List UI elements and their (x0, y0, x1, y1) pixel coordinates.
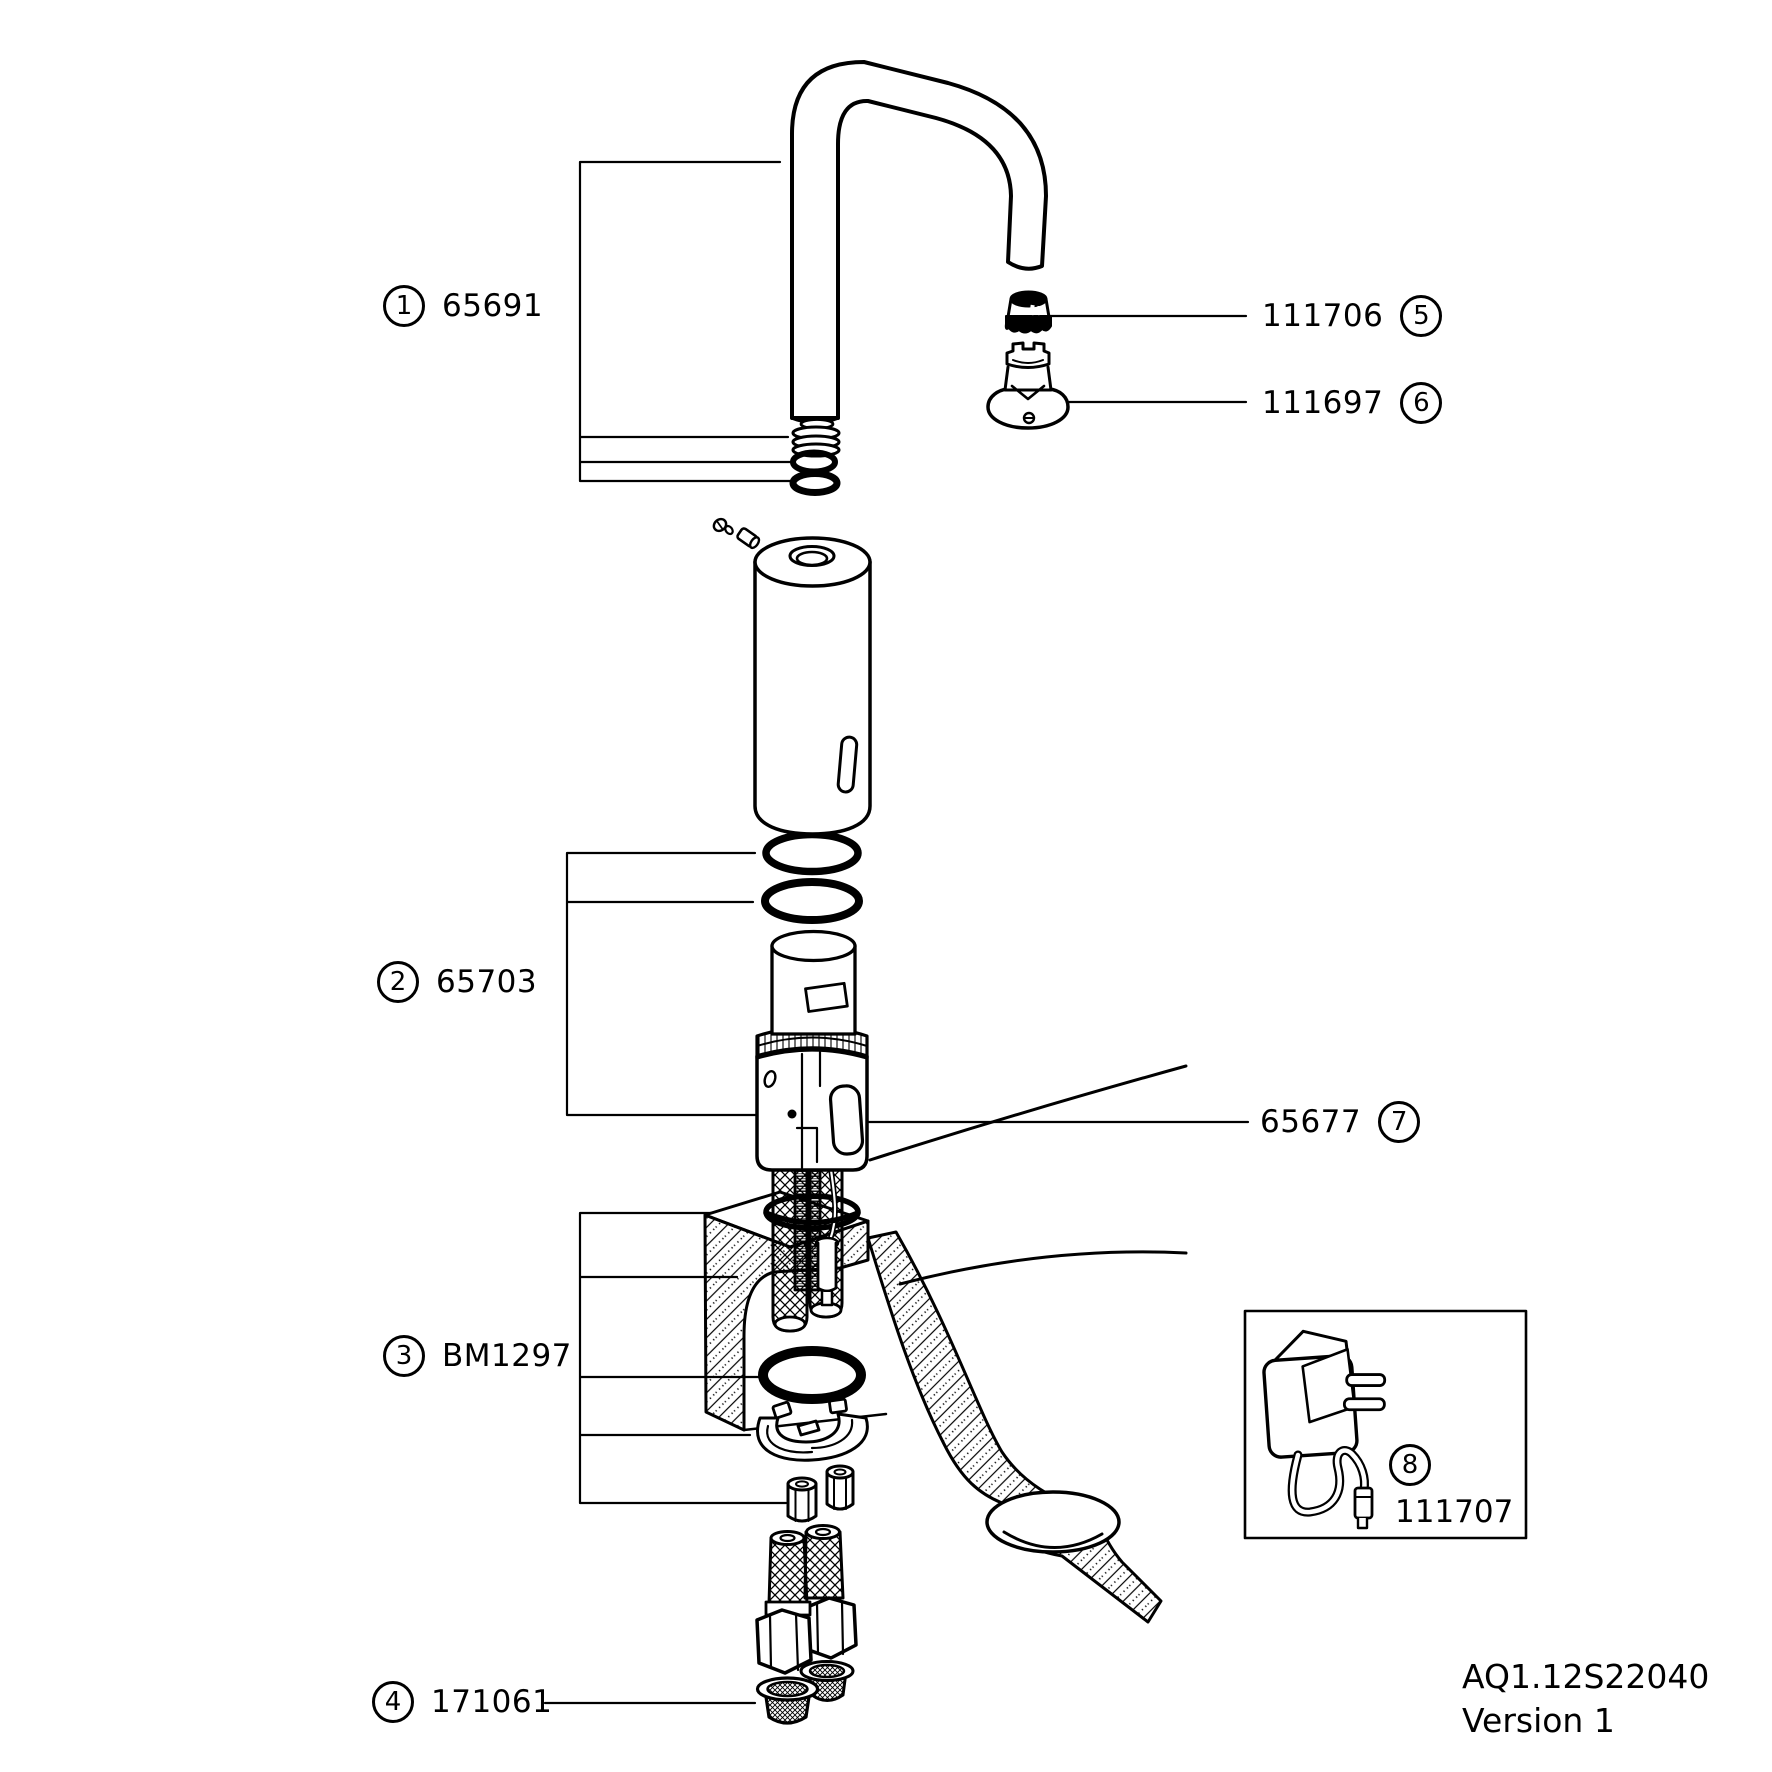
aerator-drawing (1004, 290, 1052, 334)
part-number: 65691 (442, 288, 544, 324)
part-callout-4: 4 171061 (372, 1681, 552, 1723)
part-number: 65677 (1260, 1104, 1362, 1140)
spout-drawing (789, 60, 1048, 496)
document-code: AQ1.12S22040 (1462, 1657, 1710, 1696)
part-callout-7: 65677 7 (1260, 1101, 1421, 1143)
part-number: 111697 (1262, 385, 1384, 421)
part-number: 65703 (436, 964, 538, 1000)
valve-tails-drawing (763, 1166, 861, 1333)
callout-number-badge: 2 (377, 961, 419, 1003)
cartridge-drawing (770, 929, 857, 1036)
hex-spacers-drawing (786, 1464, 855, 1523)
part-number: 111706 (1262, 298, 1384, 334)
document-version: Version 1 (1462, 1701, 1615, 1740)
part-number: 111707 (1395, 1494, 1514, 1530)
callout-number-badge: 4 (372, 1681, 414, 1723)
horseshoe-washer-drawing (756, 1397, 869, 1462)
part-callout-5: 111706 5 (1262, 295, 1443, 337)
screw-and-pin-drawing (712, 517, 761, 550)
part-callout-1: 1 65691 (383, 285, 543, 327)
sink-rim-curves (868, 1064, 1188, 1286)
callout-number-badge: 8 (1389, 1444, 1431, 1486)
mounting-oring (758, 1346, 866, 1404)
part-callout-6: 111697 6 (1262, 382, 1443, 424)
valve-drawing (755, 1025, 869, 1172)
part-number: 171061 (431, 1684, 553, 1720)
callout-number-badge: 5 (1400, 295, 1443, 337)
part-callout-3: 3 BM1297 (383, 1335, 572, 1377)
sensor-sleeve-drawing (753, 536, 872, 836)
power-adapter-box (1243, 1309, 1528, 1540)
swivel-base-drawing (986, 341, 1070, 430)
supply-hoses-drawing (755, 1524, 858, 1675)
sink-cutaway-drawing (866, 1230, 1163, 1624)
callout-number-badge: 7 (1378, 1101, 1421, 1143)
mesh-filters-drawing (755, 1660, 855, 1725)
callout-number-badge: 3 (383, 1335, 425, 1377)
part-number: BM1297 (442, 1338, 572, 1374)
document-info: AQ1.12S22040 Version 1 (1462, 1655, 1709, 1743)
callout-number-badge: 1 (383, 285, 425, 327)
part-callout-2: 2 65703 (377, 961, 537, 1003)
body-orings (761, 830, 863, 924)
leader-lines (543, 160, 1250, 1705)
callout-number-badge: 6 (1400, 382, 1443, 424)
